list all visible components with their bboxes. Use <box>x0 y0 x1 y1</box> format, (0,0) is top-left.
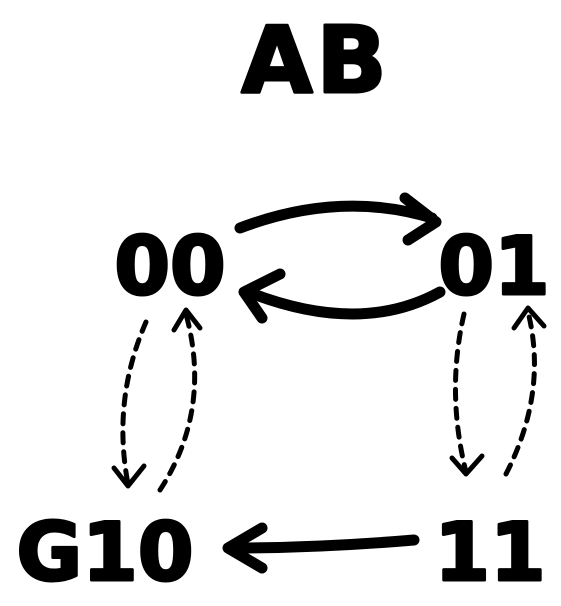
node-11: 11 <box>434 506 545 599</box>
edge-01-to-11 <box>449 311 485 477</box>
diagram-title: AB <box>241 7 390 114</box>
node-g10: G10 <box>17 506 194 599</box>
node-01: 01 <box>438 220 549 313</box>
edge-00-to-10 <box>111 319 149 489</box>
edge-01-to-00 <box>238 268 446 324</box>
edge-11-to-10 <box>222 522 420 574</box>
node-00: 00 <box>114 220 225 313</box>
edge-10-to-00 <box>157 307 203 493</box>
edge-00-to-01 <box>234 192 442 246</box>
edge-11-to-01 <box>503 305 547 477</box>
